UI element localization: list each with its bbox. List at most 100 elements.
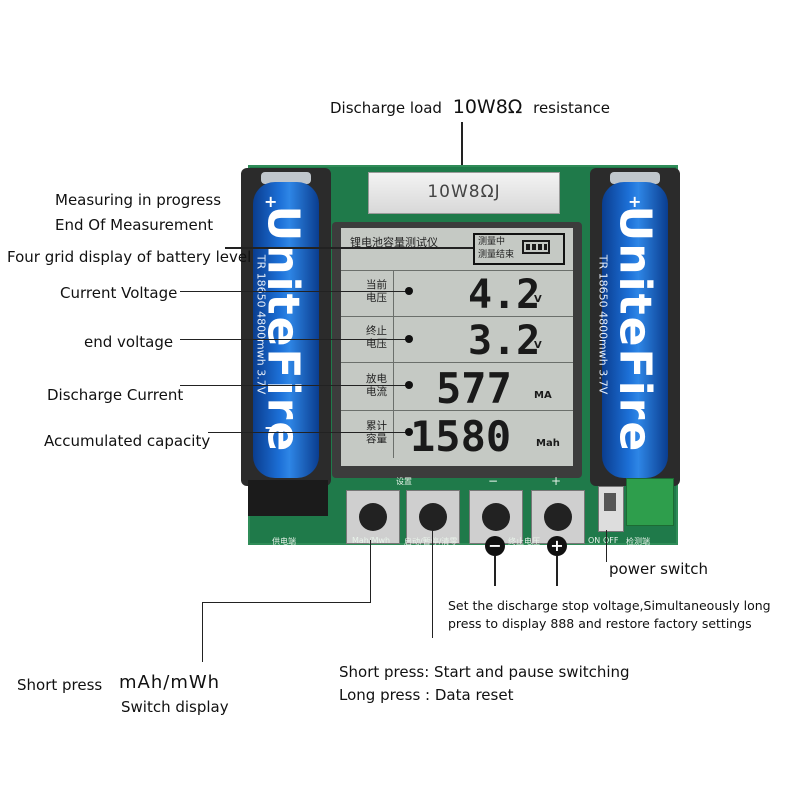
label-start-pause: Short press: Start and pause switching — [339, 663, 630, 681]
lcd-label-column-divider — [393, 270, 394, 458]
button-label-minus: − — [488, 474, 499, 488]
left-battery-minus: − — [264, 418, 278, 437]
accumulated-capacity-unit: Mah — [536, 438, 560, 449]
label-data-reset: Long press : Data reset — [339, 686, 514, 704]
battery-level-icon — [522, 240, 550, 254]
voltage-minus-button[interactable] — [469, 490, 523, 544]
discharge-load-suffix: resistance — [533, 99, 611, 117]
button-label-plus: + — [551, 474, 562, 488]
left-battery-spec: TR 18650 4800mwh 3.7V — [254, 254, 268, 395]
row-2-label-2: 电压 — [366, 338, 387, 350]
row-2-label-1: 终止 — [366, 325, 387, 337]
row-3-label-1: 放电 — [366, 373, 387, 385]
row-1-label-1: 当前 — [366, 279, 387, 291]
status-end: 测量结束 — [478, 250, 515, 260]
right-battery-plus: + — [628, 192, 642, 211]
right-battery — [602, 182, 668, 478]
leader-line-start-pause — [432, 520, 433, 638]
board-text-mah-mwh: Mah/Mwh — [352, 536, 391, 545]
lcd-title: 锂电池容量测试仪 — [350, 236, 438, 249]
discharge-current-value: 577 — [436, 364, 512, 413]
switch-on-label: ON — [588, 536, 601, 545]
label-mah-mwh: mAh/mWh — [119, 672, 221, 693]
row-3-label-2: 电流 — [366, 386, 387, 398]
row-1-label-2: 电压 — [366, 292, 387, 304]
mah-mwh-button[interactable] — [346, 490, 400, 544]
label-short-press: Short press — [17, 676, 103, 694]
leader-line-plus — [556, 556, 558, 586]
voltage-plus-button-cap — [544, 503, 572, 531]
row-4-label-1: 累计 — [366, 420, 387, 432]
label-set-voltage-line1: Set the discharge stop voltage,Simultane… — [448, 598, 771, 613]
label-accumulated-capacity: Accumulated capacity — [44, 432, 211, 450]
status-measuring: 测量中 — [478, 237, 506, 247]
label-end-measurement: End Of Measurement — [55, 216, 214, 234]
current-voltage-value: 4.2 — [468, 272, 541, 318]
discharge-current-unit: MA — [534, 390, 552, 401]
label-switch-display: Switch display — [121, 698, 229, 716]
resistor-label: 10W8ΩJ — [427, 182, 501, 202]
leader-line-end-voltage — [180, 339, 412, 340]
label-measuring: Measuring in progress — [55, 191, 222, 209]
discharge-load-label: Discharge load 10W8Ω resistance — [330, 96, 610, 118]
lcd-divider-2 — [341, 316, 573, 317]
lcd-screen — [341, 228, 573, 466]
lcd-divider-1 — [341, 270, 573, 271]
end-voltage-value: 3.2 — [468, 318, 541, 364]
left-battery-cap — [261, 172, 311, 184]
mah-mwh-button-cap — [359, 503, 387, 531]
battery-level-box — [473, 233, 565, 265]
left-battery-plus: + — [264, 192, 278, 211]
voltage-plus-button[interactable] — [531, 490, 585, 544]
board-text-start-pause: 启动/暂停/清零 — [404, 537, 458, 546]
right-battery-spec: TR 18650 4800mwh 3.7V — [596, 254, 610, 395]
minus-sign-icon: − — [485, 536, 505, 556]
plus-sign-icon: + — [547, 536, 567, 556]
board-text-power-in: 供电端 — [272, 537, 296, 546]
voltage-minus-button-cap — [482, 503, 510, 531]
leader-line-resistor — [461, 122, 463, 170]
right-battery-cap — [610, 172, 660, 184]
leader-dot-current-voltage — [405, 287, 413, 295]
board-text-end-voltage: 终止电压 — [508, 537, 540, 546]
leader-line-mah-mwh-horizontal — [202, 602, 371, 603]
leader-dot-discharge-current — [405, 381, 413, 389]
discharge-load-value: 10W8Ω — [452, 96, 523, 118]
test-terminal-block — [626, 478, 674, 526]
discharge-resistor: 10W8ΩJ — [368, 172, 560, 214]
button-label-set: 设置 — [396, 477, 412, 486]
left-battery — [253, 182, 319, 478]
lcd-divider-3 — [341, 362, 573, 363]
right-battery-brand: UniteFire — [609, 205, 661, 454]
leader-line-battery-level — [225, 247, 473, 249]
label-battery-level: Four grid display of battery level — [7, 248, 252, 266]
board-text-detect: 检测端 — [626, 537, 650, 546]
leader-line-discharge-current — [180, 385, 412, 386]
label-end-voltage: end voltage — [84, 333, 174, 351]
leader-dot-end-voltage — [405, 335, 413, 343]
lcd-divider-4 — [341, 410, 573, 411]
leader-line-mah-mwh-vertical — [370, 540, 371, 602]
accumulated-capacity-value: 1580 — [410, 412, 512, 461]
power-switch-slider — [604, 493, 616, 511]
label-power-switch: power switch — [609, 560, 709, 578]
switch-off-label: OFF — [603, 536, 619, 545]
discharge-load-prefix: Discharge load — [330, 99, 442, 117]
power-jack — [248, 480, 328, 516]
start-pause-button[interactable] — [406, 490, 460, 544]
leader-line-current-voltage — [180, 291, 412, 292]
leader-line-minus — [494, 556, 496, 586]
leader-dot-accumulated-capacity — [405, 428, 413, 436]
start-pause-button-cap — [419, 503, 447, 531]
current-voltage-unit: V — [534, 294, 542, 305]
right-battery-minus: − — [628, 418, 642, 437]
leader-line-accumulated-capacity — [208, 432, 412, 433]
end-voltage-unit: V — [534, 340, 542, 351]
label-discharge-current: Discharge Current — [47, 386, 184, 404]
label-current-voltage: Current Voltage — [60, 284, 178, 302]
leader-line-power-switch — [606, 530, 607, 562]
label-set-voltage-line2: press to display 888 and restore factory… — [448, 616, 752, 631]
power-switch[interactable] — [598, 486, 624, 532]
leader-line-mah-mwh-down — [202, 602, 203, 662]
row-4-label-2: 容量 — [366, 433, 387, 445]
